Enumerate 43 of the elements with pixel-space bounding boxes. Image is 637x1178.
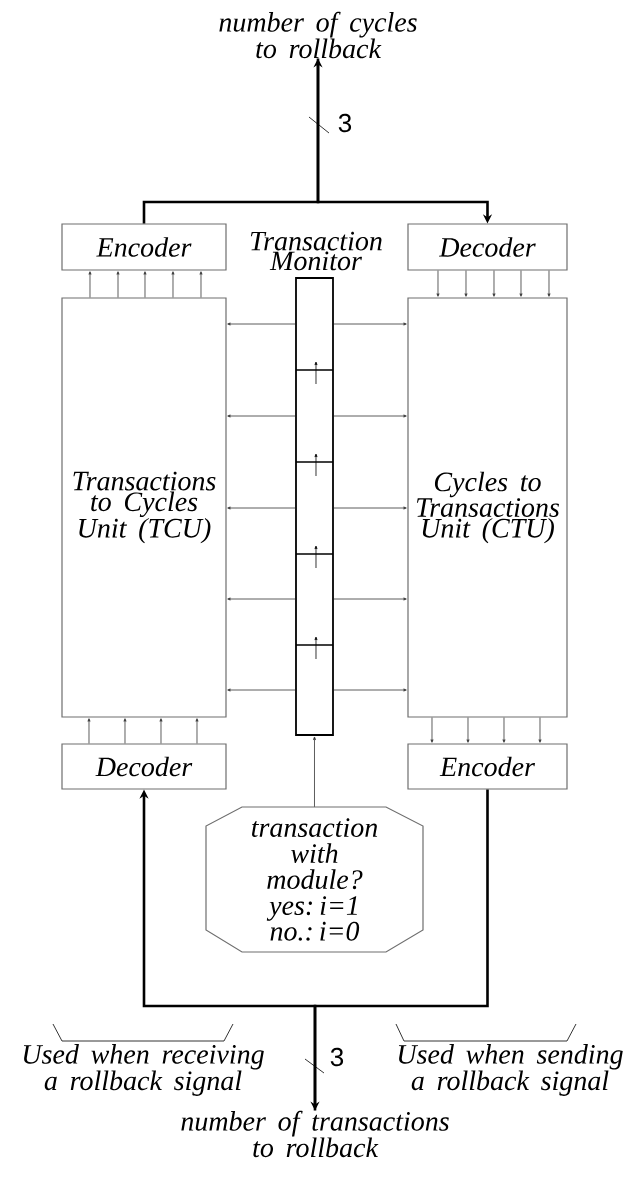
arrow bbox=[436, 270, 440, 297]
note: Used when sending a rollback signal bbox=[398, 1044, 623, 1096]
process-box: Encoder bbox=[407, 743, 568, 790]
decision-octagon: transaction with module? yes: i=1 no.: i=0 bbox=[205, 806, 424, 953]
process-box: Encoder bbox=[61, 223, 227, 271]
arrow bbox=[227, 597, 296, 601]
arrow bbox=[466, 717, 470, 743]
arrow bbox=[333, 688, 407, 692]
process-box: Decoder bbox=[61, 743, 227, 790]
arrow bbox=[123, 718, 127, 744]
arrow bbox=[547, 270, 551, 297]
arrow bbox=[87, 718, 91, 744]
column-heading: Transaction Monitor bbox=[250, 231, 382, 271]
arrow bbox=[116, 271, 120, 298]
arrow bbox=[492, 270, 496, 297]
arrow bbox=[199, 271, 203, 298]
arrow bbox=[519, 270, 523, 297]
note: Used when receiving a rollback signal bbox=[23, 1044, 264, 1096]
arrow bbox=[538, 717, 542, 743]
arrow bbox=[333, 506, 407, 510]
arrow bbox=[227, 688, 296, 692]
arrow bbox=[333, 414, 407, 418]
arrow bbox=[313, 736, 316, 808]
process-box: Decoder bbox=[407, 223, 568, 271]
caption-text: number of cycles to rollback bbox=[219, 11, 417, 59]
arrow bbox=[227, 506, 296, 510]
arrow bbox=[227, 322, 296, 326]
arrow bbox=[171, 271, 175, 298]
arrow bbox=[464, 270, 468, 297]
caption-text: number of transactions to rollback bbox=[181, 1110, 449, 1158]
bus-width-label: 3 bbox=[338, 113, 352, 133]
process-box: Transactions to Cycles Unit (TCU) bbox=[61, 297, 227, 718]
process-box: Cycles to Transactions Unit (CTU) bbox=[407, 297, 568, 718]
arrow bbox=[333, 597, 407, 601]
arrow bbox=[430, 717, 434, 743]
bus-width-label: 3 bbox=[330, 1047, 344, 1067]
arrow bbox=[88, 271, 92, 298]
arrow bbox=[195, 718, 199, 744]
arrow bbox=[159, 718, 163, 744]
arrow bbox=[143, 271, 147, 298]
arrow bbox=[227, 414, 296, 418]
arrow bbox=[502, 717, 506, 743]
arrow bbox=[333, 322, 407, 326]
